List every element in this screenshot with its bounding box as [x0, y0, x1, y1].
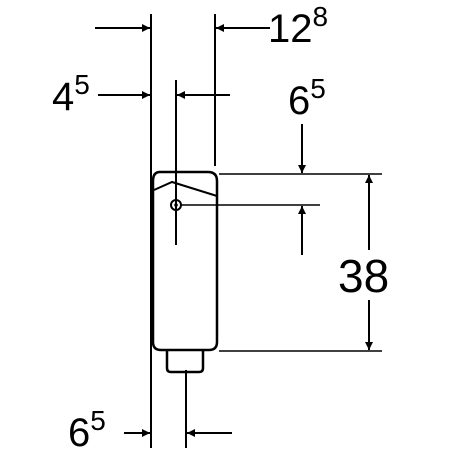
dim-label-top-right: 128 [268, 1, 328, 51]
dim-label-upper-right: 65 [288, 73, 326, 123]
dim-label-height: 38 [338, 250, 389, 302]
dim-label-top-right-sup: 8 [313, 1, 329, 32]
dim-label-upper-left-sup: 5 [74, 69, 90, 100]
cistern-outline [151, 170, 219, 374]
dim-label-upper-left: 45 [52, 69, 90, 119]
cistern-outlet [165, 350, 205, 374]
dim-label-bottom-left-sup: 5 [90, 405, 106, 436]
dim-label-upper-right-main: 6 [288, 79, 310, 123]
dim-label-upper-right-sup: 5 [310, 73, 326, 104]
dim-label-upper-left-main: 4 [52, 75, 74, 119]
dim-label-top-right-main: 12 [268, 7, 313, 51]
dim-label-bottom-left: 65 [68, 405, 106, 450]
dim-label-bottom-left-main: 6 [68, 411, 90, 450]
